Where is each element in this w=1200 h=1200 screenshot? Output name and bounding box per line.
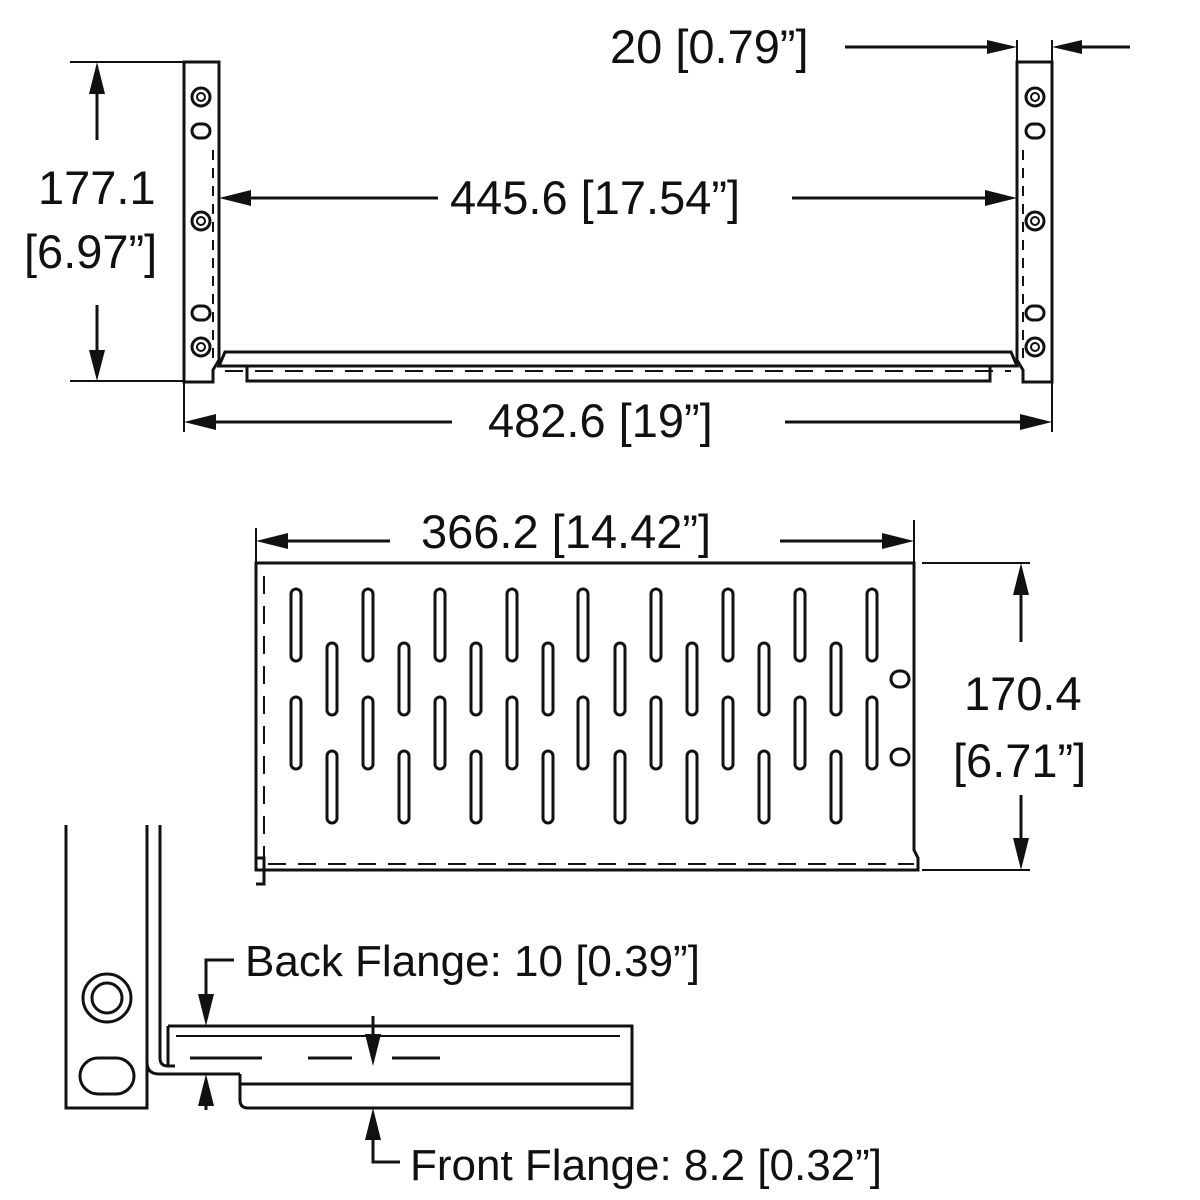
vent-slot [829,641,843,717]
vent-slot [829,749,843,825]
vent-slot [613,641,627,717]
depth-label: 366.2 [14.42”] [421,505,711,558]
vent-slot [505,587,519,663]
vent-slot [541,749,555,825]
front-view: 20 [0.79”] 177.1 [6.97”] 445.6 [17.54”] [24,20,1130,447]
vent-slot [397,641,411,717]
height-in-label: [6.97”] [24,225,157,278]
shelf-width-dimension: 170.4 [6.71”] [922,562,1086,871]
vent-slot [433,695,447,771]
vent-slot [793,587,807,663]
vent-slot [469,749,483,825]
flange-detail-view: Back Flange: 10 [0.39”] Front Flange: 8.… [64,825,882,1190]
height-dimension: 177.1 [6.97”] [24,61,184,382]
vent-slot [361,587,375,663]
vent-slot [505,695,519,771]
ventilation-slots [289,587,879,825]
vent-slot [649,695,663,771]
vent-slot [793,695,807,771]
vent-slot [397,749,411,825]
inner-width-dimension: 445.6 [17.54”] [219,171,1017,224]
mount-hole [889,669,911,689]
back-flange-label: Back Flange: 10 [0.39”] [245,937,700,986]
vent-slot [685,749,699,825]
vent-slot [757,641,771,717]
depth-dimension: 366.2 [14.42”] [255,505,915,563]
vent-slot [361,695,375,771]
vent-slot [613,749,627,825]
detail-mount-hole [81,972,133,1024]
vent-slot [433,587,447,663]
vent-slot [576,695,590,771]
vent-slot [865,587,879,663]
height-mm-label: 177.1 [38,161,156,214]
vent-slot [289,587,303,663]
top-view: 366.2 [14.42”] 170.4 [6.71”] [254,505,1086,886]
shelf-width-in-label: [6.71”] [953,734,1086,787]
vent-slot [469,641,483,717]
outer-width-dimension: 482.6 [19”] [183,382,1053,447]
vent-slot [325,641,339,717]
right-ear-holes [1024,86,1046,358]
detail-rack-ear [64,825,149,1110]
vent-slot [721,587,735,663]
vent-slot [576,587,590,663]
ear-width-dimension: 20 [0.79”] [610,20,1130,73]
shelf-front-edge [216,350,1020,383]
vent-slot [685,641,699,717]
detail-slot-hole [78,1056,136,1096]
vent-slot [649,587,663,663]
inner-width-label: 445.6 [17.54”] [450,171,740,224]
vent-slot [289,695,303,771]
mount-hole [889,747,911,767]
back-flange-callout: Back Flange: 10 [0.39”] [198,937,700,1110]
shelf-width-mm-label: 170.4 [964,667,1082,720]
ear-width-label: 20 [0.79”] [610,20,809,73]
front-flange-callout: Front Flange: 8.2 [0.32”] [365,1016,882,1190]
vent-slot [325,749,339,825]
vent-slot [541,641,555,717]
vent-slot [757,749,771,825]
vent-slot [865,695,879,771]
left-ear-holes [190,86,212,358]
front-flange-label: Front Flange: 8.2 [0.32”] [410,1141,882,1190]
outer-width-label: 482.6 [19”] [488,394,713,447]
vent-slot [721,695,735,771]
